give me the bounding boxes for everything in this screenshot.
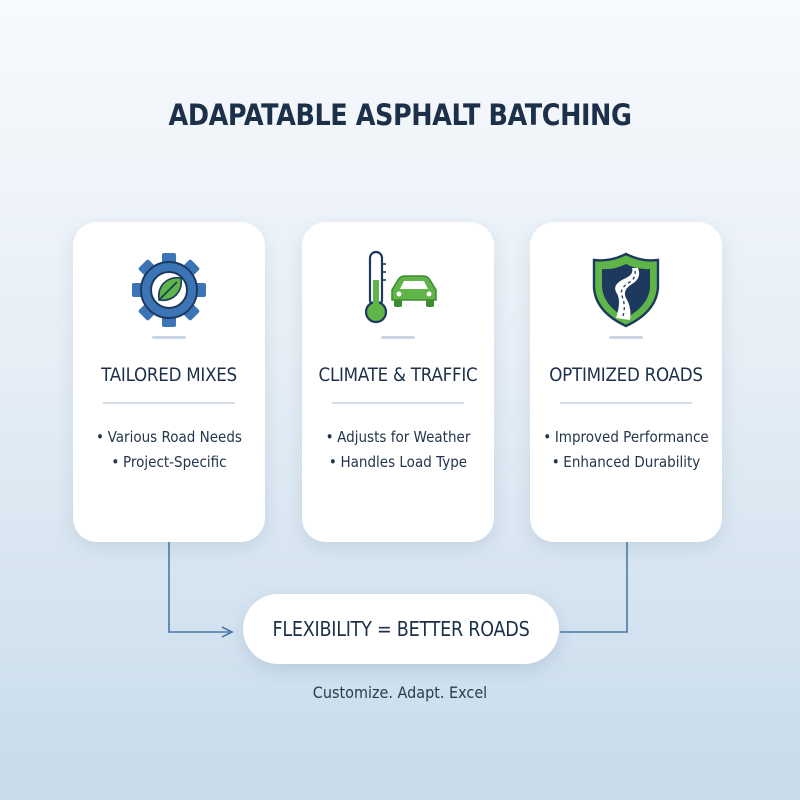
list-item: •Enhanced Durability bbox=[540, 450, 713, 475]
list-item-text: Improved Performance bbox=[554, 428, 709, 446]
card-optimized-roads: OPTIMIZED ROADS •Improved Performance •E… bbox=[530, 222, 722, 542]
bullet-icon: • bbox=[551, 453, 560, 471]
result-text: FLEXIBILITY = BETTER ROADS bbox=[272, 617, 530, 641]
list-item-text: Handles Load Type bbox=[340, 453, 468, 471]
gear-leaf-icon bbox=[132, 253, 206, 327]
page-title: ADAPATABLE ASPHALT BATCHING bbox=[168, 98, 632, 132]
card-climate-traffic: CLIMATE & TRAFFIC •Adjusts for Weather •… bbox=[302, 222, 494, 542]
list-item: •Various Road Needs bbox=[83, 425, 256, 450]
tagline: Customize. Adapt. Excel bbox=[312, 683, 488, 702]
shield-road-icon bbox=[592, 252, 660, 328]
list-item-text: Project-Specific bbox=[122, 453, 227, 471]
bullet-icon: • bbox=[328, 453, 337, 471]
thermometer-car-icon bbox=[364, 250, 437, 324]
card-list: •Improved Performance •Enhanced Durabili… bbox=[530, 425, 722, 475]
arrowhead-icon bbox=[221, 626, 234, 638]
card-list: •Various Road Needs •Project-Specific bbox=[73, 425, 265, 475]
list-item: •Improved Performance bbox=[540, 425, 713, 450]
result-pill: FLEXIBILITY = BETTER ROADS bbox=[243, 594, 559, 664]
card-list: •Adjusts for Weather •Handles Load Type bbox=[302, 425, 494, 475]
card-title: CLIMATE & TRAFFIC bbox=[318, 364, 478, 386]
list-item-text: Enhanced Durability bbox=[563, 453, 701, 471]
bullet-icon: • bbox=[111, 453, 120, 471]
bullet-icon: • bbox=[543, 428, 552, 446]
bullet-icon: • bbox=[96, 428, 104, 446]
connector-left bbox=[168, 542, 230, 633]
card-divider bbox=[332, 402, 464, 404]
connector-right bbox=[560, 542, 628, 633]
card-tailored-mixes: TAILORED MIXES •Various Road Needs •Proj… bbox=[73, 222, 265, 542]
list-item: •Handles Load Type bbox=[312, 450, 485, 475]
list-item-text: Various Road Needs bbox=[107, 428, 242, 446]
list-item: •Adjusts for Weather bbox=[312, 425, 485, 450]
list-item-text: Adjusts for Weather bbox=[337, 428, 471, 446]
card-title: TAILORED MIXES bbox=[101, 364, 237, 386]
card-divider-short bbox=[152, 336, 186, 339]
card-divider bbox=[103, 402, 235, 404]
card-divider-short bbox=[381, 336, 415, 339]
card-divider-short bbox=[609, 336, 643, 339]
card-divider bbox=[560, 402, 692, 404]
list-item: •Project-Specific bbox=[83, 450, 256, 475]
card-title: OPTIMIZED ROADS bbox=[549, 364, 703, 386]
bullet-icon: • bbox=[325, 428, 334, 446]
